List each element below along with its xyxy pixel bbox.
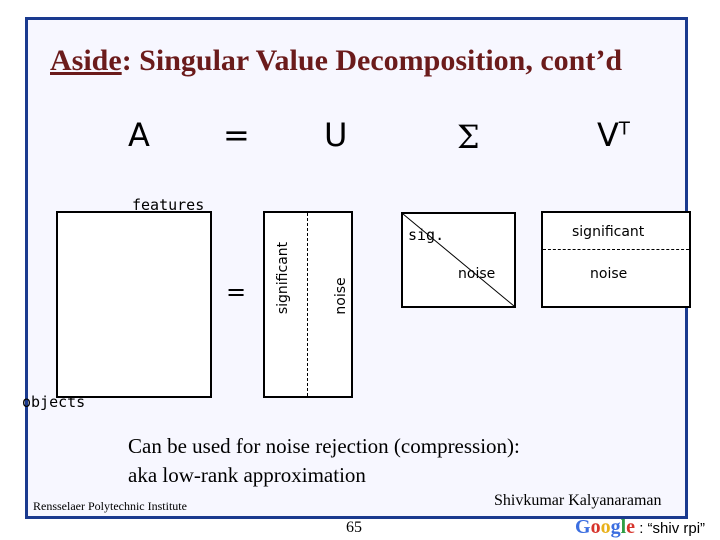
google-logo: Google	[575, 516, 636, 538]
title-underlined: Aside	[50, 44, 122, 77]
search-query: : “shiv rpi”	[639, 520, 706, 537]
vt-divider-line	[543, 249, 689, 250]
matrix-a-box	[56, 211, 212, 398]
sigma-diagonal-line	[403, 214, 514, 306]
vt-noise-label: noise	[590, 266, 628, 282]
slide-title: Aside: Singular Value Decomposition, con…	[50, 44, 622, 78]
diagram-equals: =	[226, 278, 247, 306]
matrix-a-symbol: A	[128, 116, 150, 154]
sigma-symbol: Σ	[457, 118, 480, 156]
matrix-u-symbol: U	[324, 116, 348, 154]
footer-author: Shivkumar Kalyanaraman	[494, 492, 662, 509]
vt-significant-label: significant	[572, 224, 645, 240]
google-search-hint: Google : “shiv rpi”	[575, 516, 705, 539]
objects-label: objects	[22, 393, 86, 411]
u-noise-label: noise	[333, 277, 349, 315]
caption: Can be used for noise rejection (compres…	[128, 432, 648, 490]
u-significant-label: significant	[275, 241, 291, 315]
vt-superscript: T	[618, 118, 630, 140]
matrix-vt-box	[541, 211, 691, 308]
equation-equals: =	[223, 116, 250, 154]
matrix-sigma-box	[401, 212, 516, 308]
caption-line-2: aka low-rank approximation	[128, 463, 366, 487]
matrix-vt-symbol: VT	[597, 116, 630, 154]
matrix-u-box	[263, 211, 353, 398]
title-rest: : Singular Value Decomposition, cont’d	[121, 44, 623, 77]
sigma-sig-label: sig.	[408, 226, 445, 244]
features-label: features	[132, 196, 205, 214]
footer-institution: Rensselaer Polytechnic Institute	[33, 499, 187, 513]
caption-line-1: Can be used for noise rejection (compres…	[128, 434, 520, 458]
page-number: 65	[346, 519, 362, 536]
vt-base: V	[597, 116, 619, 154]
u-divider-line	[307, 213, 308, 396]
sigma-diagonal	[403, 214, 514, 306]
sigma-noise-label: noise	[458, 266, 496, 282]
